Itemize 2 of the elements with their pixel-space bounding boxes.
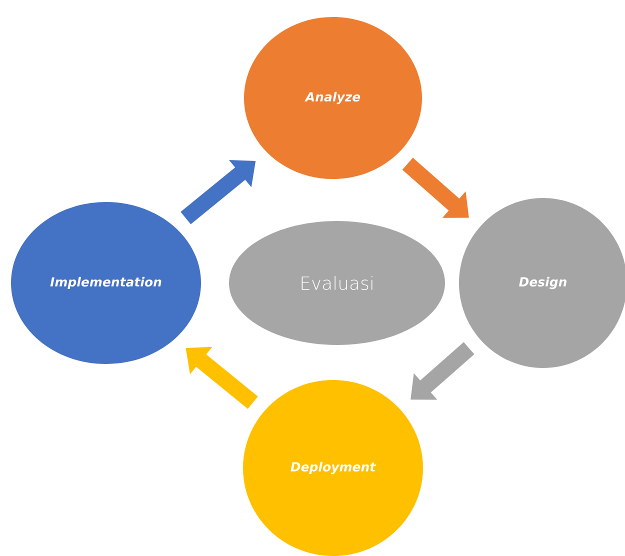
block-arrow bbox=[410, 342, 474, 400]
block-arrow bbox=[402, 158, 469, 218]
